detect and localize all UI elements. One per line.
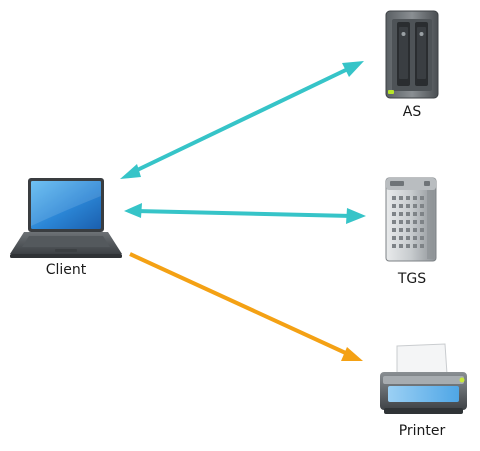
nas-server-icon xyxy=(385,10,439,99)
printer-label: Printer xyxy=(398,423,446,439)
as-label: AS xyxy=(402,104,422,120)
tower-server-icon xyxy=(385,177,437,262)
arrowhead-to-printer xyxy=(341,347,363,361)
arrowhead-to-client xyxy=(124,203,142,218)
edge-client-tgs xyxy=(124,203,366,224)
edge-client-as xyxy=(120,61,364,179)
arrowhead-to-client xyxy=(120,164,141,179)
vent-grid xyxy=(392,196,424,248)
edge-client-printer xyxy=(129,252,363,361)
arrowhead-to-as xyxy=(342,61,364,77)
laptop-icon xyxy=(10,178,122,258)
printer-icon xyxy=(380,343,467,414)
arrowhead-to-tgs xyxy=(346,208,366,224)
client-label: Client xyxy=(45,262,87,278)
tgs-label: TGS xyxy=(397,271,427,287)
